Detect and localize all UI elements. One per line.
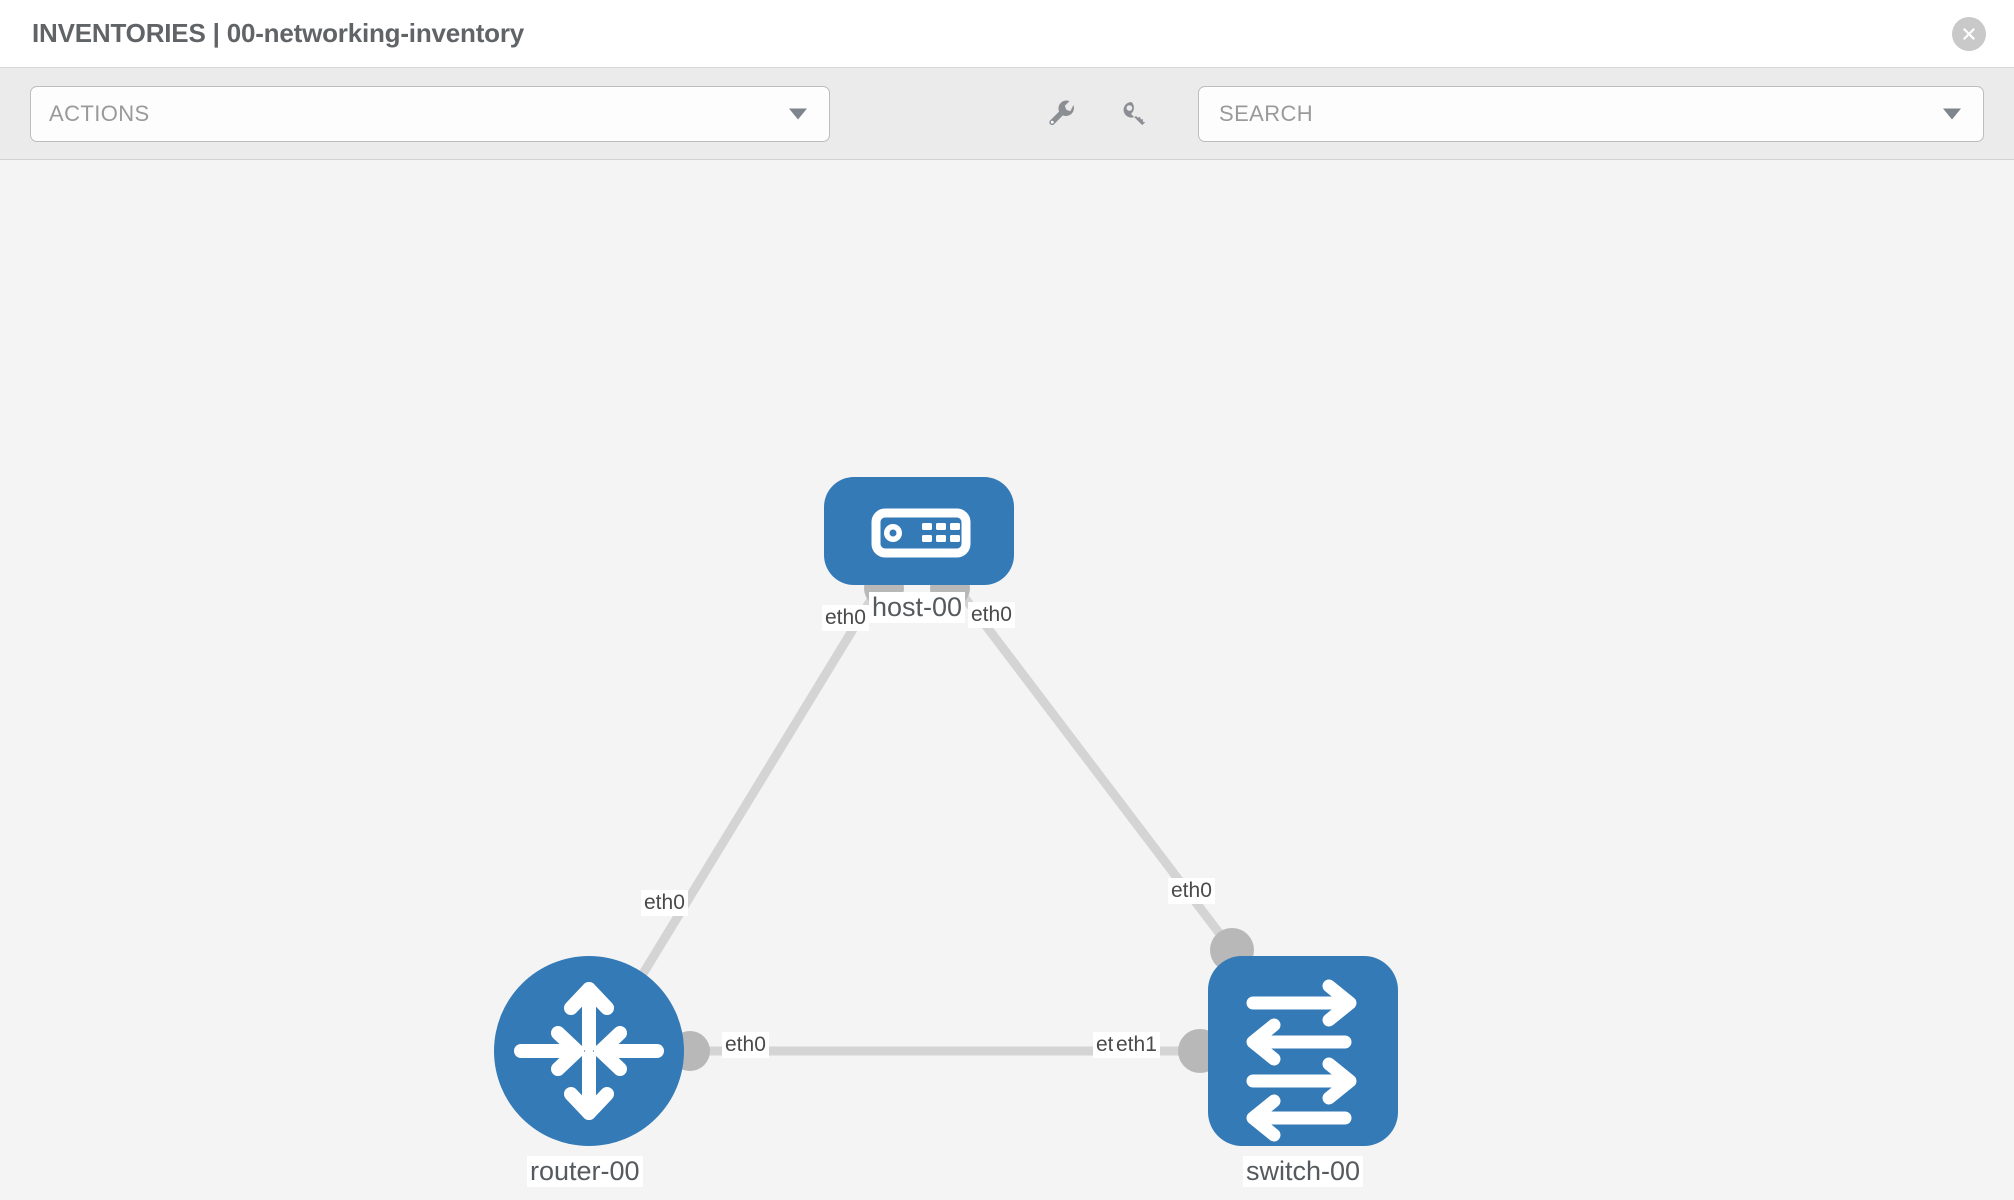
- edge-host-router: [625, 580, 885, 1000]
- topology-graph: [494, 477, 1398, 1146]
- wrench-icon[interactable]: [1040, 92, 1084, 136]
- node-label-router-00: router-00: [527, 1156, 643, 1188]
- switch-arrows-icon: [1246, 979, 1357, 1142]
- key-icon[interactable]: [1112, 92, 1156, 136]
- chevron-down-icon: [789, 108, 807, 119]
- chevron-down-icon[interactable]: [1943, 108, 1961, 119]
- search-field[interactable]: [1198, 85, 1984, 142]
- node-label-host-00: host-00: [869, 592, 966, 624]
- node-switch-00: [1208, 956, 1398, 1146]
- node-host-00: [824, 477, 1014, 585]
- edge-label-switch-up-eth: eth0: [1168, 878, 1215, 905]
- node-label-switch-00: switch-00: [1243, 1156, 1364, 1188]
- actions-dropdown-label: ACTIONS: [49, 100, 150, 126]
- edge-label-host-left-eth: eth0: [822, 605, 869, 632]
- close-icon[interactable]: [1952, 16, 1986, 51]
- edge-label-router-up-eth: eth0: [641, 890, 688, 917]
- connectors: [670, 568, 1254, 1073]
- toolbar: ACTIONS: [0, 68, 2014, 160]
- edge-label-router-right-eth: eth0: [722, 1032, 769, 1059]
- toolbar-icon-group: [1040, 92, 1156, 136]
- server-icon: [871, 508, 971, 558]
- topology-canvas[interactable]: eth0 eth0 eth0 eth0 eth0 eth eth1 host-0…: [0, 160, 2014, 1200]
- node-router-00: [494, 956, 684, 1146]
- page-title: INVENTORIES | 00-networking-inventory: [32, 18, 525, 48]
- search-input[interactable]: [1217, 99, 1965, 128]
- edge-label-host-right-eth: eth0: [968, 602, 1015, 629]
- router-arrows-icon: [514, 982, 664, 1120]
- page-header: INVENTORIES | 00-networking-inventory: [0, 0, 2014, 68]
- edge-label-switch-left-eth-b: eth1: [1113, 1032, 1160, 1059]
- actions-dropdown[interactable]: ACTIONS: [30, 85, 830, 142]
- edges: [625, 580, 1237, 1056]
